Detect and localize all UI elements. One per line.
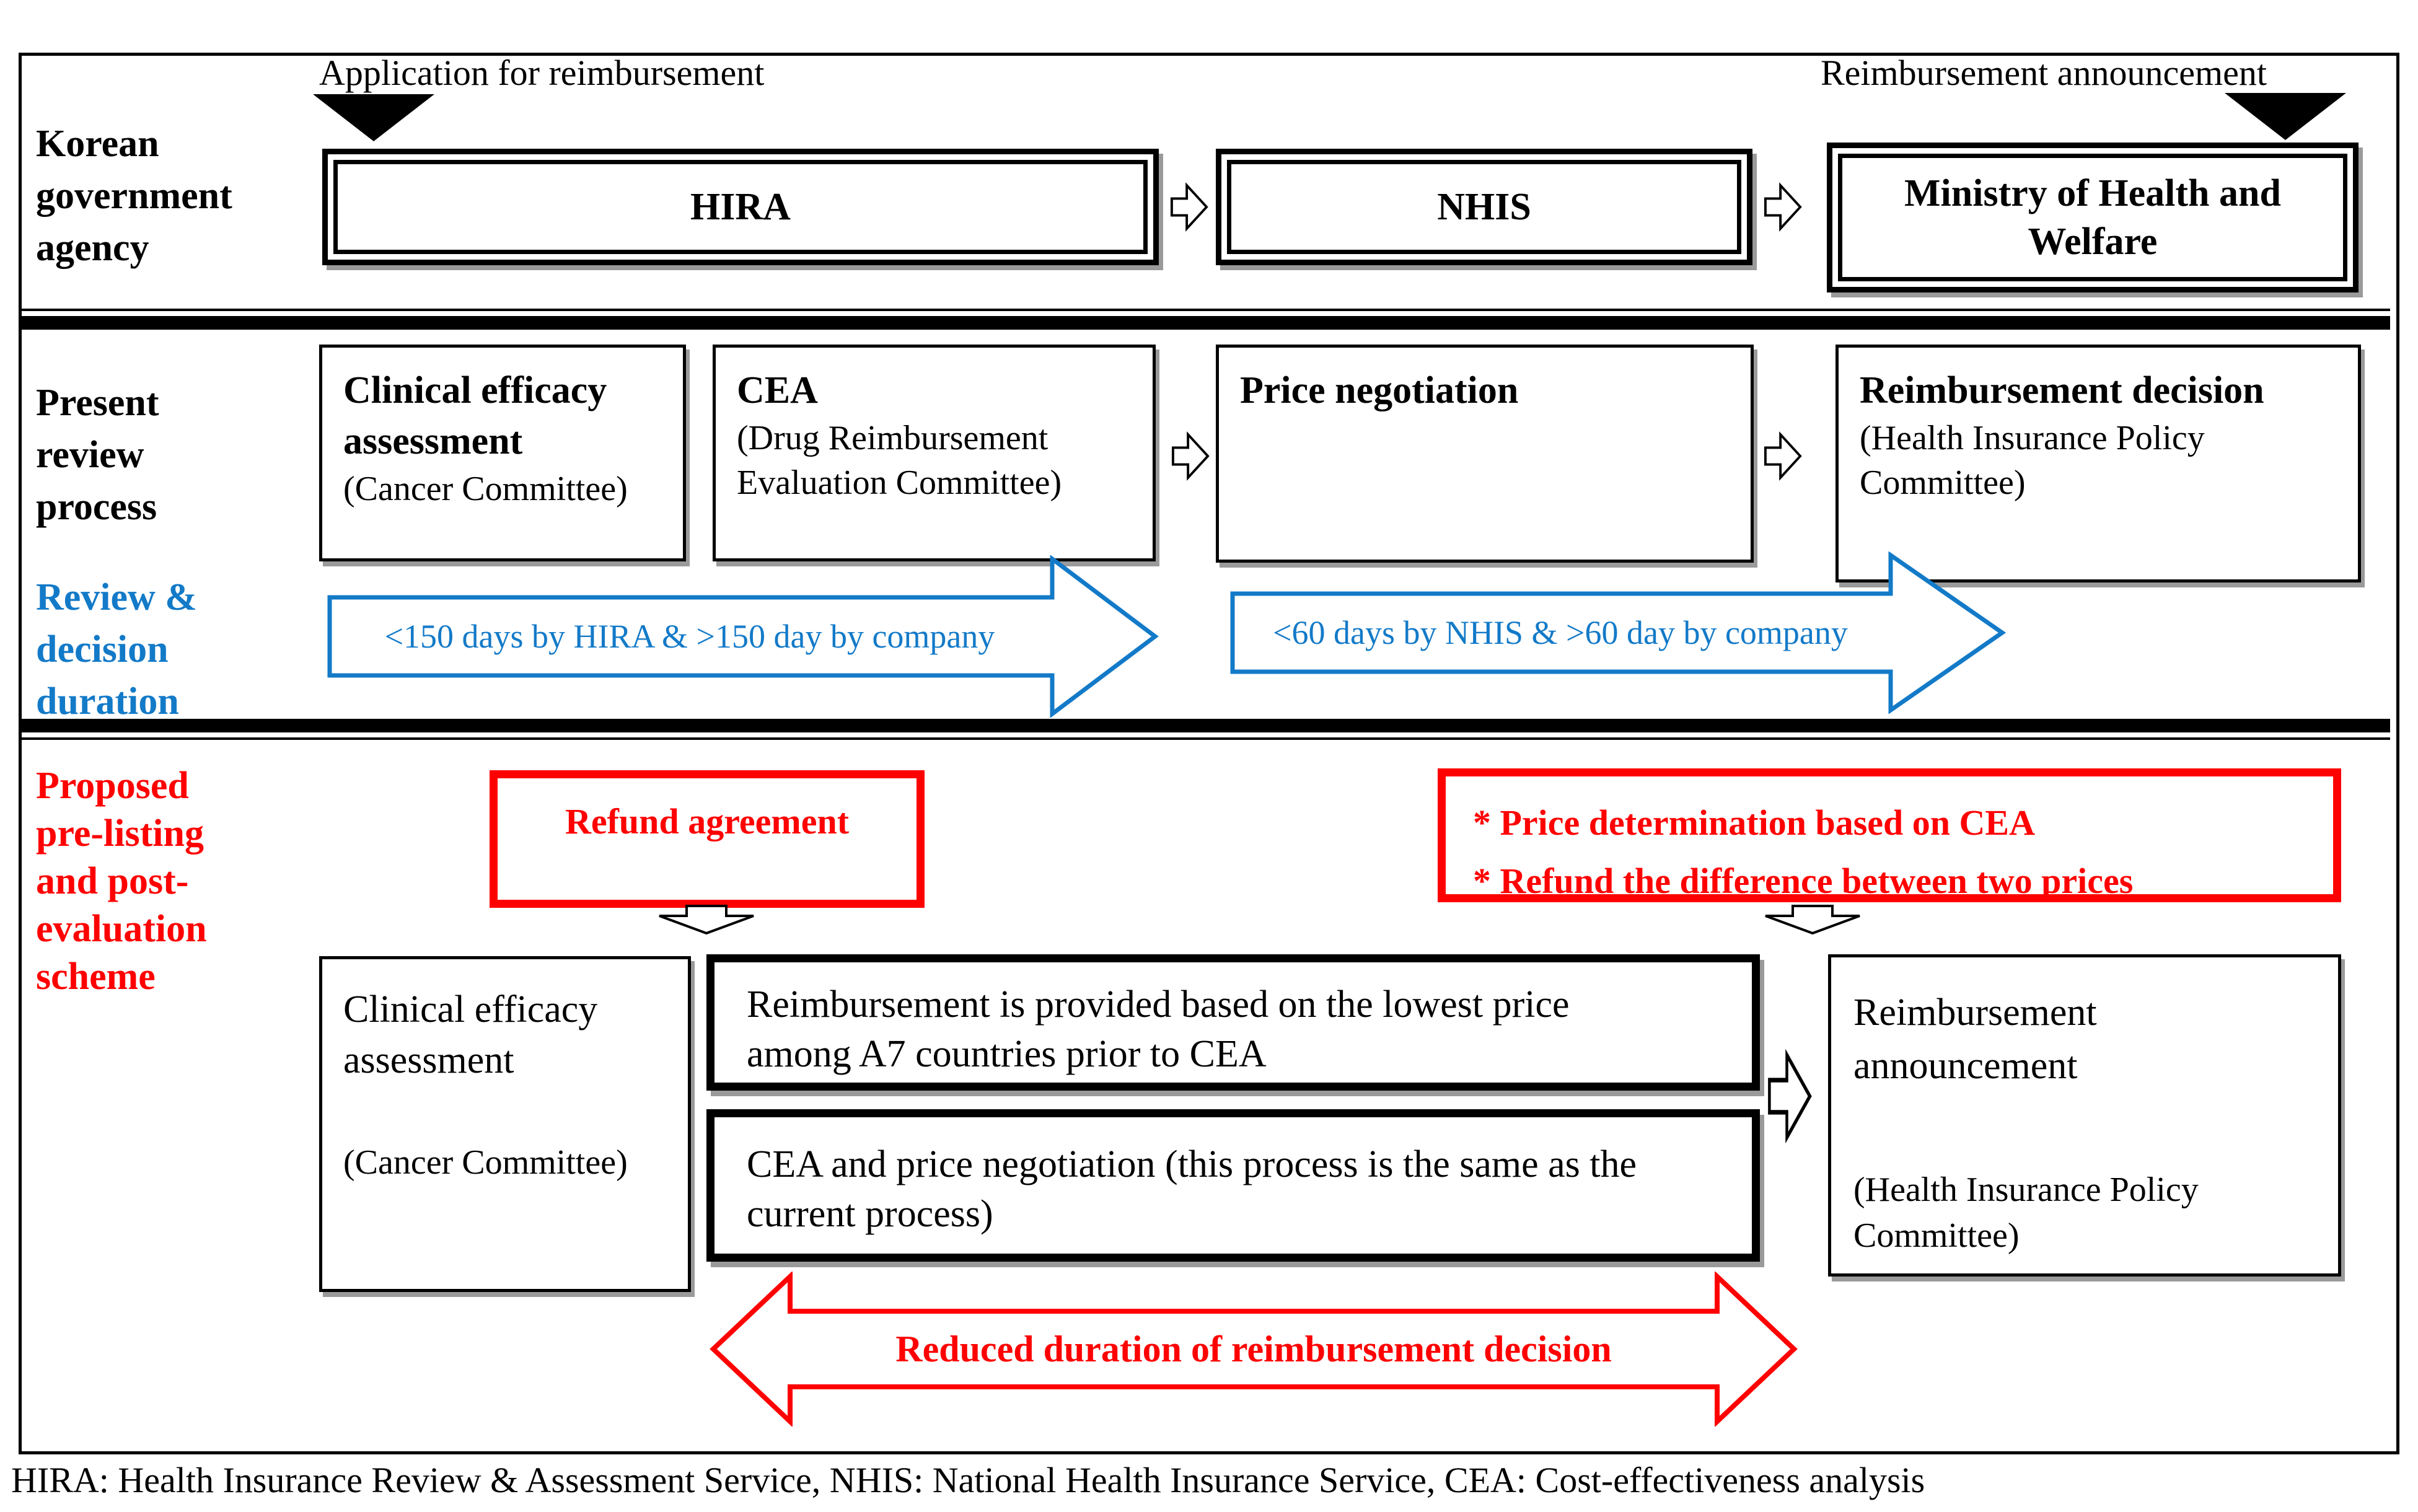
cea-price-negotiation-box: CEA and price negotiation (this process …: [706, 1109, 1760, 1262]
refund-agreement-box: Refund agreement: [490, 770, 925, 908]
proposed-clinical-subtitle: (Cancer Committee): [343, 1143, 628, 1182]
ministry-label-line: Welfare: [2028, 221, 2158, 263]
row-label-present-review-process: Present review process: [36, 377, 159, 533]
section-divider-line-1: [22, 309, 2390, 311]
abbreviation-footnote: HIRA: Health Insurance Review & Assessme…: [11, 1460, 1925, 1500]
proposed-clinical-efficacy-box: Clinical efficacy assessment (Cancer Com…: [319, 956, 691, 1292]
row-label-line: Present: [36, 382, 159, 424]
box-title-line: Clinical efficacy: [343, 988, 598, 1031]
decision-box-title: Reimbursement decision: [1860, 369, 2264, 411]
flow-arrow-icon: [1764, 182, 1802, 232]
nhis-duration-arrow-icon: [1230, 552, 2006, 714]
reimbursement-announcement-label: Reimbursement announcement: [1821, 53, 2267, 93]
reduced-duration-arrow-label: Reduced duration of reimbursement decisi…: [895, 1328, 1612, 1369]
flow-arrow-icon: [1764, 431, 1802, 481]
row-label-line: Proposed: [36, 765, 189, 807]
hira-box-label: HIRA: [333, 160, 1148, 254]
box-text-line: among A7 countries prior to CEA: [747, 1033, 1267, 1075]
row-label-review-decision-duration: Review & decision duration: [36, 571, 197, 727]
box-text-line: CEA and price negotiation (this process …: [747, 1143, 1637, 1185]
decision-box-subtitle: (Health Insurance Policy Committee): [1860, 416, 2337, 505]
price-negotiation-box: Price negotiation: [1216, 345, 1754, 563]
clinical-box-subtitle: (Cancer Committee): [343, 470, 628, 508]
cea-box-title: CEA: [737, 369, 818, 411]
flow-arrow-icon: [1171, 431, 1210, 481]
reimbursement-decision-box: Reimbursement decision (Health Insurance…: [1835, 345, 2361, 582]
row-label-line: evaluation: [36, 908, 207, 950]
row-label-line: review: [36, 434, 144, 476]
box-title-line: assessment: [343, 420, 523, 462]
ministry-label-line: Ministry of Health and: [1904, 172, 2281, 214]
section-divider-bar-1: [22, 316, 2390, 330]
ministry-of-health-welfare-label: Ministry of Health and Welfare: [1838, 154, 2347, 281]
section-divider-bar-2: [22, 719, 2390, 732]
price-rule-line: * Refund the difference between two pric…: [1473, 861, 2134, 901]
nhis-duration-arrow-label: <60 days by NHIS & >60 day by company: [1273, 614, 1848, 651]
announcement-down-triangle-icon: [2225, 93, 2346, 140]
announcement-box-subtitle: (Health Insurance Policy Committee): [1853, 1167, 2316, 1259]
price-determination-rules-box: * Price determination based on CEA * Ref…: [1438, 768, 2341, 902]
application-for-reimbursement-label: Application for reimbursement: [319, 53, 765, 93]
row-label-line: government: [36, 175, 232, 217]
flow-arrow-icon: [1768, 1048, 1812, 1144]
price-box-title: Price negotiation: [1240, 369, 1519, 411]
refund-agreement-label: Refund agreement: [565, 801, 850, 842]
box-subtitle-line: Committee): [1860, 464, 2026, 502]
row-label-line: scheme: [36, 956, 156, 998]
row-label-line: Korean: [36, 123, 159, 165]
row-label-line: decision: [36, 628, 169, 670]
box-subtitle-line: Evaluation Committee): [737, 464, 1062, 502]
section-divider-line-2: [22, 737, 2390, 740]
row-label-line: and post-: [36, 860, 189, 902]
hira-box: HIRA: [322, 149, 1159, 265]
box-title-line: Clinical efficacy: [343, 369, 607, 411]
box-subtitle-line: (Drug Reimbursement: [737, 419, 1049, 457]
application-down-triangle-icon: [313, 94, 434, 141]
hira-duration-arrow-icon: [327, 555, 1159, 718]
down-arrow-icon: [659, 905, 754, 934]
hira-duration-arrow-label: <150 days by HIRA & >150 day by company: [384, 618, 995, 655]
price-rule-line: * Price determination based on CEA: [1473, 802, 2035, 843]
row-label-line: pre-listing: [36, 812, 204, 855]
reduced-duration-arrow-icon: [710, 1272, 1798, 1426]
nhis-box-label: NHIS: [1227, 160, 1741, 254]
diagram-outer-frame: [19, 53, 2399, 1454]
ministry-of-health-welfare-box: Ministry of Health and Welfare: [1827, 143, 2359, 292]
announcement-box-title: Reimbursement announcement: [1853, 986, 2316, 1092]
cea-box-subtitle: (Drug Reimbursement Evaluation Committee…: [737, 416, 1132, 505]
down-arrow-icon: [1765, 905, 1860, 934]
box-subtitle-line: Committee): [1853, 1216, 2020, 1255]
row-label-korean-government-agency: Korean government agency: [36, 118, 232, 274]
row-label-proposed-scheme: Proposed pre-listing and post- evaluatio…: [36, 762, 207, 1001]
cea-box: CEA (Drug Reimbursement Evaluation Commi…: [713, 345, 1156, 561]
row-label-line: Review &: [36, 576, 197, 618]
clinical-box-title: Clinical efficacy assessment: [343, 365, 662, 467]
lowest-price-reimbursement-box: Reimbursement is provided based on the l…: [706, 954, 1760, 1091]
row-label-line: agency: [36, 227, 149, 269]
box-text-line: current process): [747, 1193, 993, 1235]
row-label-line: process: [36, 486, 157, 528]
reimbursement-announcement-box: Reimbursement announcement (Health Insur…: [1828, 954, 2341, 1277]
flow-arrow-icon: [1170, 182, 1208, 232]
box-subtitle-line: (Health Insurance Policy: [1853, 1171, 2199, 1209]
row-label-line: duration: [36, 680, 179, 723]
box-title-line: announcement: [1853, 1045, 2078, 1087]
clinical-efficacy-assessment-box: Clinical efficacy assessment (Cancer Com…: [319, 345, 686, 561]
box-title-line: Reimbursement: [1853, 991, 2097, 1034]
nhis-box: NHIS: [1216, 149, 1752, 265]
box-title-line: assessment: [343, 1039, 514, 1081]
box-subtitle-line: (Health Insurance Policy: [1860, 419, 2205, 457]
proposed-clinical-title: Clinical efficacy assessment: [343, 984, 667, 1086]
box-text-line: Reimbursement is provided based on the l…: [747, 983, 1570, 1026]
